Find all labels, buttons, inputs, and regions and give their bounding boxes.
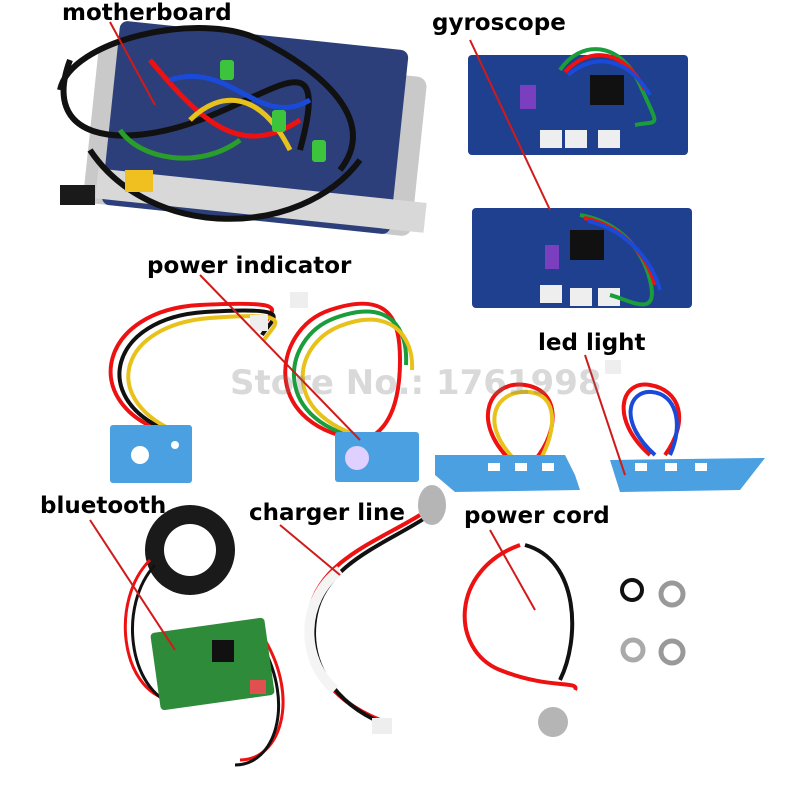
pointer-lines — [89, 21, 626, 651]
label-bluetooth: bluetooth — [40, 493, 167, 519]
bluetooth-module — [123, 505, 285, 767]
gyroscope-board-bottom — [472, 208, 692, 308]
power-indicator-board-left — [108, 301, 278, 483]
label-power-cord: power cord — [464, 503, 610, 529]
led-board-right — [605, 360, 765, 492]
label-led-light: led light — [538, 330, 646, 356]
motherboard-assembly — [57, 21, 427, 236]
power-cord — [462, 543, 578, 737]
gyroscope-board-top — [468, 47, 688, 155]
power-indicator-board-right — [283, 292, 419, 482]
hardware-rings — [620, 578, 686, 666]
label-power-indicator: power indicator — [147, 253, 352, 279]
label-charger-line: charger line — [249, 500, 406, 526]
store-watermark: Store No.: 1761998 — [230, 363, 602, 403]
charger-line — [304, 485, 446, 734]
label-gyroscope: gyroscope — [432, 10, 566, 36]
label-motherboard: motherboard — [62, 0, 232, 26]
led-board-left — [435, 382, 580, 492]
